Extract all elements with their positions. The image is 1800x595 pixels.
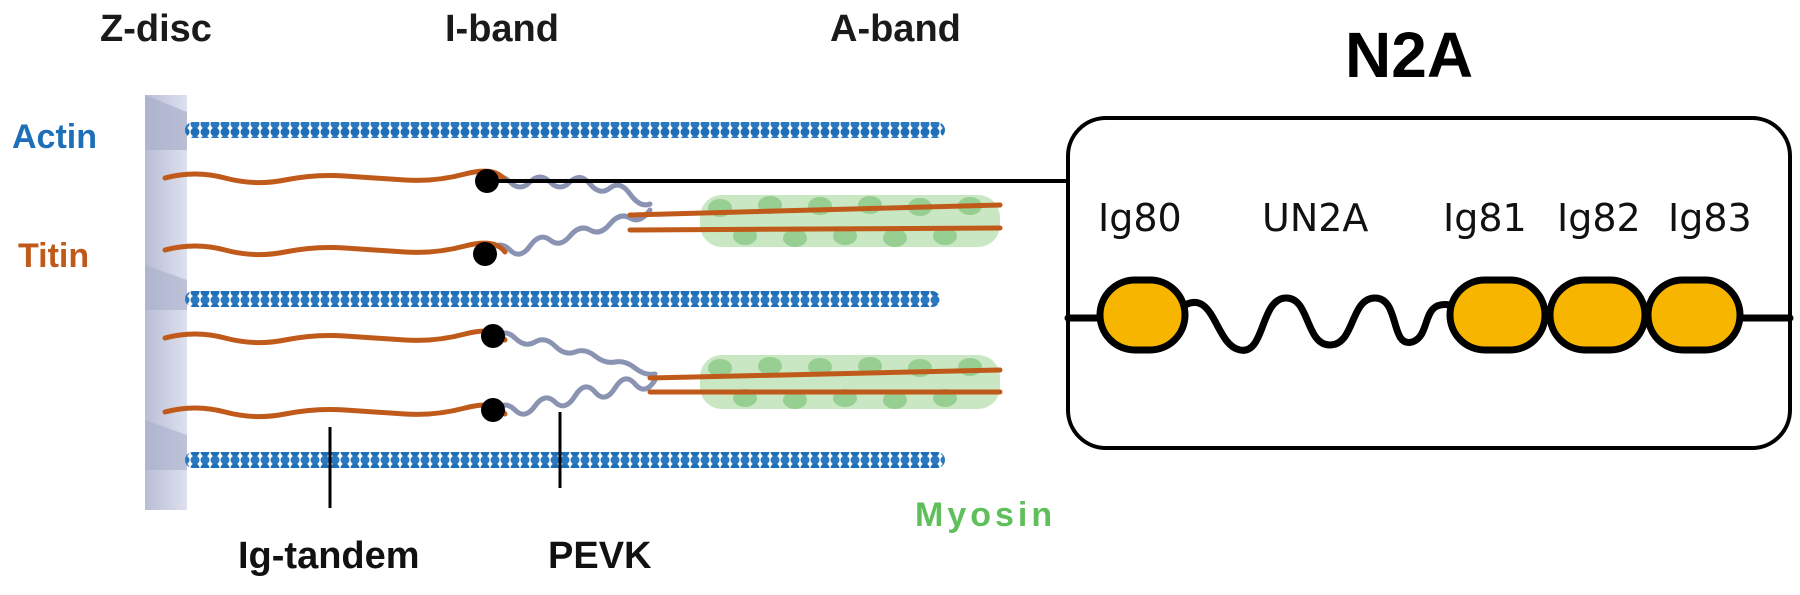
z-disc-label: Z-disc bbox=[100, 8, 212, 50]
ig83-label: Ig83 bbox=[1668, 196, 1752, 240]
titin-filament bbox=[162, 168, 508, 186]
i-band-label: I-band bbox=[445, 8, 559, 50]
ig80-domain bbox=[1096, 276, 1189, 354]
n2a-dot bbox=[473, 242, 497, 266]
actin-filament bbox=[185, 452, 945, 468]
ig-tandem-label: Ig-tandem bbox=[238, 535, 420, 577]
pevk-label: PEVK bbox=[548, 535, 652, 577]
myosin-filament-top bbox=[700, 195, 1000, 247]
n2a-inset-box bbox=[1066, 116, 1792, 450]
a-band-label: A-band bbox=[830, 8, 961, 50]
ig80-label: Ig80 bbox=[1098, 196, 1182, 240]
myosin-filament-bottom bbox=[700, 355, 1000, 409]
myosin-label: Myosin bbox=[915, 496, 1057, 534]
ig-domains bbox=[1096, 276, 1744, 354]
un2a-label: UN2A bbox=[1262, 196, 1369, 240]
actin-filament bbox=[185, 291, 940, 307]
titin-filament bbox=[162, 328, 508, 346]
actin-filament bbox=[185, 122, 945, 138]
z-disc-plate bbox=[145, 95, 187, 510]
ig82-label: Ig82 bbox=[1557, 196, 1641, 240]
titin-filament bbox=[162, 240, 508, 258]
titin-filaments bbox=[162, 168, 1003, 420]
n2a-dot bbox=[481, 324, 505, 348]
ig81-label: Ig81 bbox=[1443, 196, 1527, 240]
actin-label: Actin bbox=[12, 118, 97, 156]
n2a-title: N2A bbox=[1345, 19, 1474, 91]
n2a-backbone bbox=[1064, 294, 1794, 354]
titin-label: Titin bbox=[18, 237, 90, 275]
n2a-dot bbox=[481, 398, 505, 422]
ig83-domain bbox=[1644, 276, 1744, 354]
titin-filament bbox=[162, 402, 508, 420]
actin-filaments bbox=[185, 122, 945, 468]
ig81-domain bbox=[1446, 276, 1549, 354]
ig82-domain bbox=[1546, 276, 1649, 354]
